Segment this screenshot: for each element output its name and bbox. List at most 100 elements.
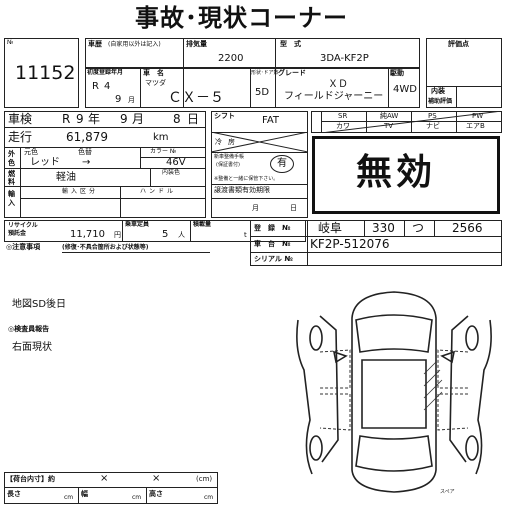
tone-label: 色替 — [78, 148, 92, 156]
recycle-unit: 円 — [114, 231, 121, 239]
shift-value: FAT — [262, 115, 280, 126]
first-reg-label: 初度登録年月 — [87, 69, 124, 76]
capacity-label: 乗車定員 — [125, 221, 150, 228]
grade-line2: フィールドジャーニー — [284, 91, 384, 102]
history-label: 車歴 — [88, 40, 102, 48]
load-label: 積載量 — [193, 221, 212, 228]
manual-label-line1: 新車整備手帳 — [214, 154, 245, 160]
note-line2: 右面現状 — [12, 342, 52, 353]
page-title: 事故･現状コーナー — [135, 4, 348, 32]
manual-note: ※整備と一緒に保管下さい。 — [214, 176, 279, 182]
equip-label-0: SR — [338, 112, 348, 120]
lot-number-box — [4, 38, 79, 108]
manual-label-line2: (保証書付) — [216, 162, 240, 168]
color-arrow: → — [82, 157, 91, 168]
reg-kana: つ — [412, 221, 425, 235]
aircon-label: 冷房 — [215, 138, 241, 146]
car-name-label: 車 名 — [143, 69, 164, 77]
cargo-height-cm: cm — [204, 494, 214, 501]
first-reg-month: 9 — [115, 94, 122, 105]
equipment-cross — [321, 111, 502, 133]
int-color-label: 内装色 — [162, 169, 181, 176]
equip-label-3: PW — [472, 112, 484, 120]
model-label: 型 式 — [280, 40, 301, 48]
interior-sub: 補助評価 — [428, 98, 453, 105]
manual-circle — [270, 155, 294, 173]
rating-label: 評価点 — [448, 40, 469, 48]
reg-region: 岐阜 — [318, 221, 343, 235]
shift-label: シフト — [214, 112, 235, 120]
inspection-month-unit: 月 — [132, 112, 145, 126]
chassis-label: 車 台 № — [254, 240, 291, 248]
color-code-label: カラー № — [150, 148, 177, 155]
load-unit: t — [244, 231, 247, 239]
lot-number-label: № — [7, 39, 14, 46]
equip-value-3: エアB — [466, 122, 485, 130]
cargo-unit: (cm) — [196, 475, 213, 483]
inspection-year: 9 — [76, 112, 84, 126]
inspection-year-unit: 年 — [88, 112, 101, 126]
history-note: (自家用以外は記入) — [108, 41, 161, 48]
void-stamp-text: 無効 — [356, 152, 437, 193]
color-code-value: 46V — [166, 157, 186, 168]
equip-value-1: TV — [384, 122, 394, 130]
interior-label: 内装 — [431, 87, 445, 95]
cargo-length-cm: cm — [64, 494, 74, 501]
cargo-length-label: 長さ — [7, 490, 21, 498]
import-class-label: 輸入区分 — [62, 188, 99, 195]
capacity-value: 5 — [162, 229, 169, 240]
recycle-label-line1: リサイクル — [8, 222, 38, 229]
model-value: 3DA-KF2P — [320, 53, 369, 64]
cargo-width-cm: cm — [132, 494, 142, 501]
maker: マツダ — [145, 79, 166, 87]
mileage-unit: km — [153, 132, 169, 143]
car-name: ＣＸ－５ — [168, 90, 224, 106]
reg-label: 登 録 № — [254, 224, 291, 232]
equip-label-1: 純AW — [380, 112, 399, 120]
recycle-label-line2: 預託金 — [8, 230, 27, 237]
serial-label: シリアル № — [254, 255, 293, 263]
drive-label: 駆動 — [390, 69, 404, 77]
inspection-month: 9 — [120, 112, 128, 126]
reg-number: 2566 — [452, 221, 483, 235]
aircon-cross — [211, 132, 308, 152]
cargo-label: 【荷台内寸】約 — [6, 475, 55, 483]
first-reg-year: 4 — [104, 81, 111, 92]
displacement-value: 2200 — [218, 53, 244, 64]
grade-label: グレード — [278, 69, 306, 77]
spare-label: スペア — [440, 489, 455, 495]
capacity-unit: 人 — [178, 231, 185, 239]
fuel-label: 燃料 — [8, 170, 15, 186]
displacement-label: 排気量 — [186, 40, 207, 48]
car-damage-diagram: スペア — [296, 291, 492, 495]
caution-sub: (修復･不具合箇所および状態等) — [62, 244, 149, 251]
manual-value: 有 — [277, 158, 287, 169]
rating-box — [426, 38, 502, 108]
fuel-value: 軽油 — [56, 172, 76, 183]
mileage-value: 61,879 — [66, 130, 108, 144]
warranty-label: 譲渡書類有効期限 — [214, 186, 270, 194]
origin-color-label: 元色 — [24, 148, 38, 156]
first-reg-month-unit: 月 — [128, 96, 135, 104]
row1-box — [85, 38, 420, 68]
ext-color-label: 外色 — [8, 150, 15, 167]
equip-value-2: ナビ — [426, 122, 440, 130]
import-side-label: 輸入 — [8, 190, 15, 207]
doors-label: 形状･ドア数 — [251, 70, 279, 76]
cargo-width-label: 幅 — [81, 490, 88, 498]
inspection-era: R — [62, 112, 71, 126]
cargo-x1: × — [100, 473, 109, 484]
equip-label-2: PS — [428, 112, 437, 120]
inspector-label: ◎検査員報告 — [8, 325, 50, 333]
grade-line1: ＸＤ — [328, 79, 348, 90]
doors-value: 5D — [255, 87, 270, 98]
equip-value-0: カワ — [336, 122, 350, 130]
recycle-value: 11,710 — [70, 229, 105, 240]
inspection-label: 車検 — [8, 112, 33, 126]
first-reg-era: R — [92, 81, 99, 92]
inspection-day: 8 — [173, 112, 181, 126]
void-stamp — [312, 136, 500, 214]
warranty-day-unit: 日 — [290, 204, 297, 212]
note-line1: 地図SD後日 — [12, 299, 67, 310]
chassis-value: KF2P-512076 — [310, 237, 390, 251]
